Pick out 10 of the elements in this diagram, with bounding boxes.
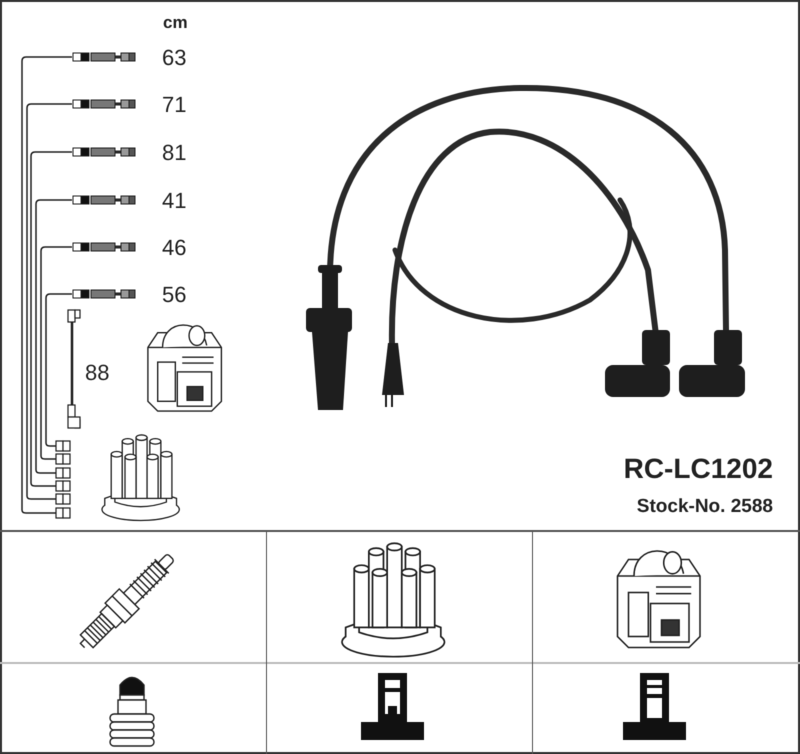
part-number: RC-LC1202	[624, 455, 773, 483]
stock-number: Stock-No. 2588	[636, 497, 773, 516]
length-label: 46	[162, 237, 186, 259]
length-label: 88	[85, 362, 110, 384]
length-label: 56	[162, 284, 186, 306]
length-label: 41	[162, 190, 186, 212]
length-label: 63	[162, 47, 186, 69]
length-label: 81	[162, 142, 186, 164]
unit-label: cm	[163, 14, 188, 31]
length-label: 71	[162, 94, 186, 116]
